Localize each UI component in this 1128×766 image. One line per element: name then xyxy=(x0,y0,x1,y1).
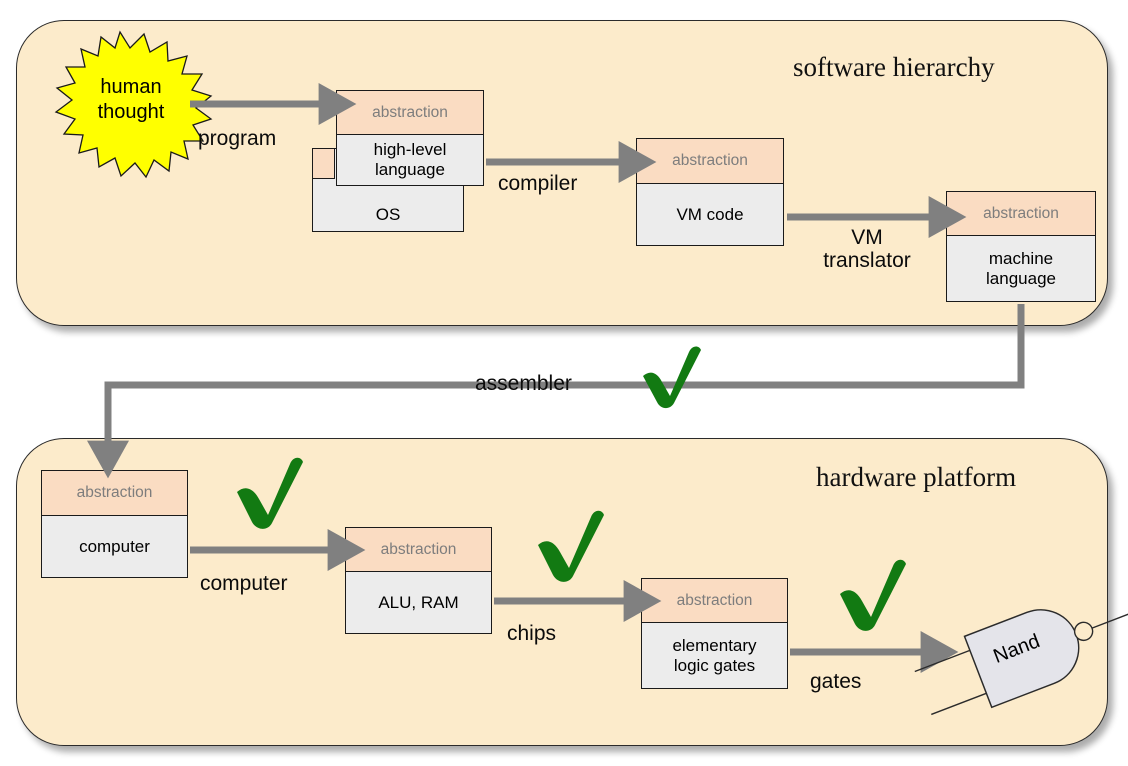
label-assembler: assembler xyxy=(475,372,572,395)
label-program: program xyxy=(198,127,277,150)
abstraction-header: abstraction xyxy=(642,579,787,623)
abstraction-header: abstraction xyxy=(637,139,783,184)
vm-code-box: abstraction VM code xyxy=(636,138,784,246)
abstraction-header: abstraction xyxy=(42,471,187,516)
label-vm-translator-line2: translator xyxy=(823,249,911,273)
abstraction-header: abstraction xyxy=(337,91,483,135)
ml-line1: machine xyxy=(988,248,1054,268)
machine-language-body: machine language xyxy=(947,236,1095,301)
high-level-language-body: high-level language xyxy=(337,135,483,185)
hl-line2: language xyxy=(375,160,445,179)
os-box-label: OS xyxy=(375,205,401,224)
elg-line1: elementary xyxy=(672,635,757,655)
human-thought-label: human thought xyxy=(76,75,186,125)
abstraction-header: abstraction xyxy=(947,192,1095,236)
software-hierarchy-title: software hierarchy xyxy=(793,52,995,82)
high-level-language-box: abstraction high-level language xyxy=(336,90,484,186)
hl-line1: high-level xyxy=(373,140,447,160)
elg-line2: logic gates xyxy=(673,655,756,675)
label-vm-translator: VM translator xyxy=(808,226,926,272)
machine-language-box: abstraction machine language xyxy=(946,191,1096,302)
hardware-platform-panel xyxy=(16,438,1108,746)
elementary-logic-gates-body: elementary logic gates xyxy=(642,623,787,688)
alu-ram-box: abstraction ALU, RAM xyxy=(345,527,492,634)
label-chips: chips xyxy=(507,622,557,645)
alu-ram-body: ALU, RAM xyxy=(346,572,491,633)
check-mark-assembler-icon xyxy=(643,346,701,409)
label-vm-translator-line1: VM xyxy=(851,226,883,249)
ml-line2: language xyxy=(986,268,1056,288)
computer-box: abstraction computer xyxy=(41,470,188,578)
vm-code-body: VM code xyxy=(637,184,783,245)
label-compiler: compiler xyxy=(498,172,578,195)
human-thought-line1: human xyxy=(100,76,162,98)
computer-body: computer xyxy=(42,516,187,577)
hardware-platform-title: hardware platform xyxy=(816,462,1017,492)
elementary-logic-gates-box: abstraction elementary logic gates xyxy=(641,578,788,689)
label-computer: computer xyxy=(200,572,288,595)
os-box-header-sliver xyxy=(313,149,335,179)
label-gates: gates xyxy=(810,670,862,693)
abstraction-header: abstraction xyxy=(346,528,491,572)
human-thought-line2: thought xyxy=(97,101,165,123)
